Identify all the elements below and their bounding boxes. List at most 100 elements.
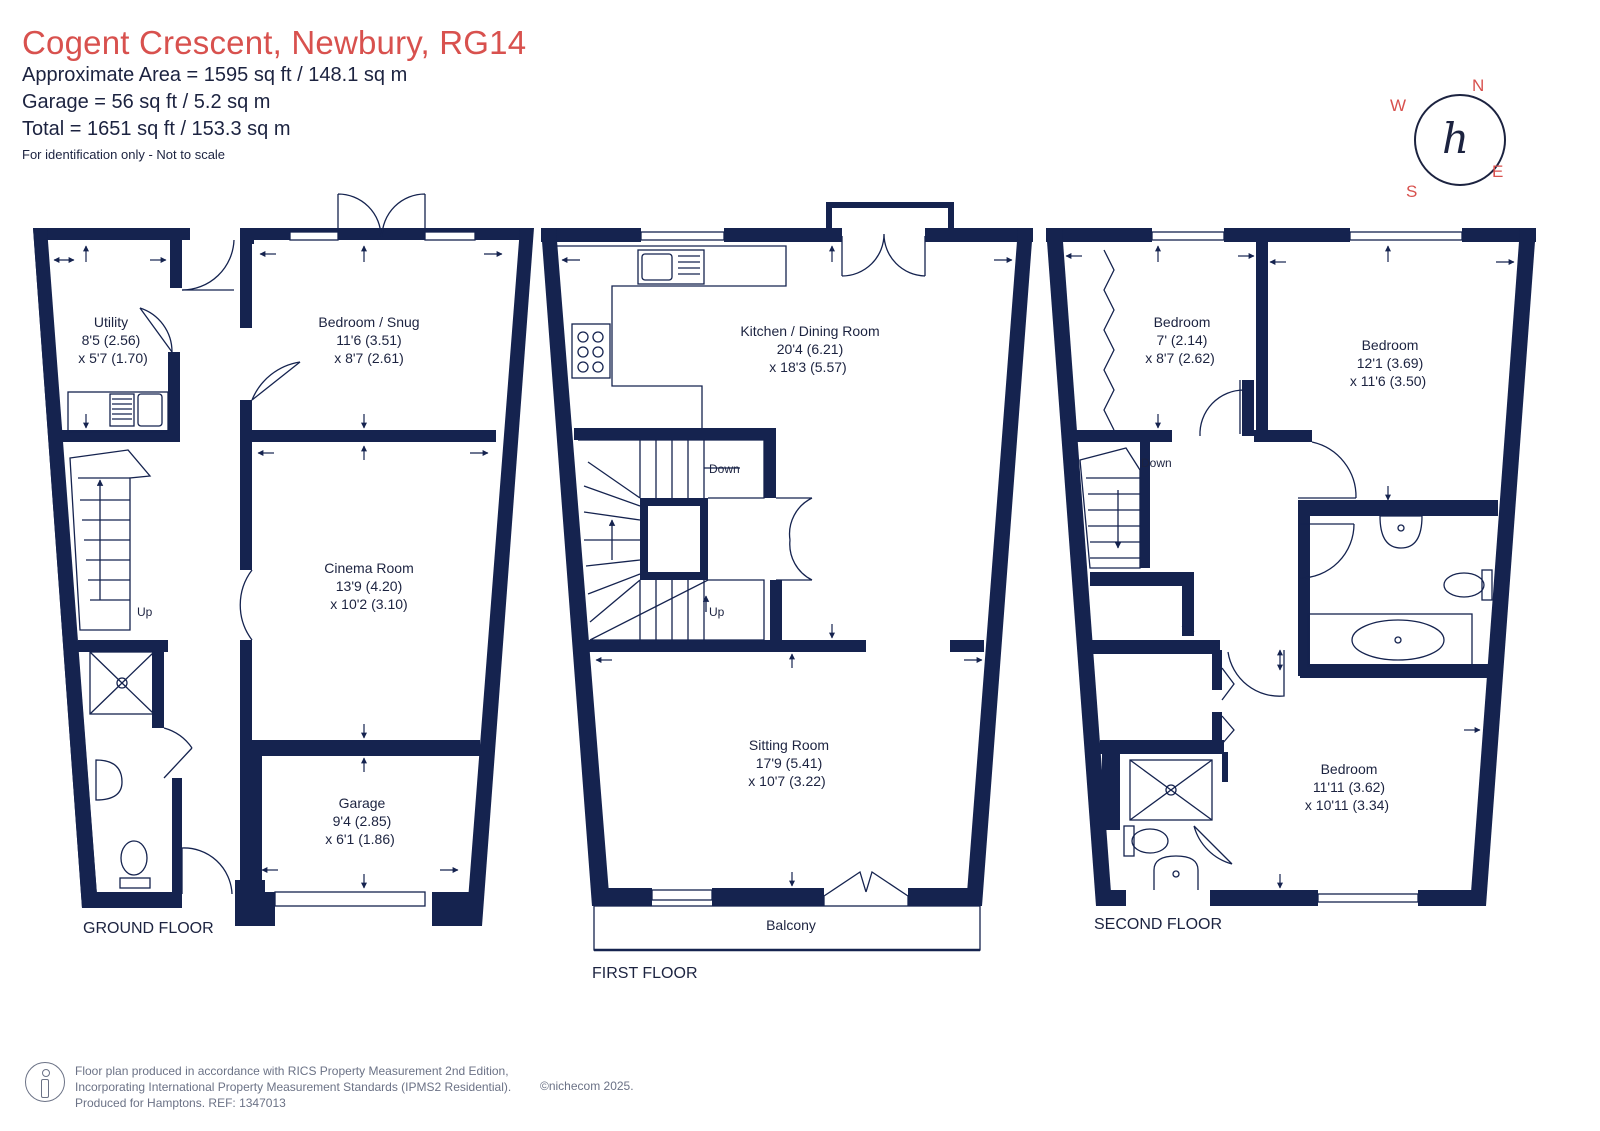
approximate-area: Approximate Area = 1595 sq ft / 148.1 sq… — [22, 64, 408, 86]
wall — [1046, 228, 1152, 242]
door-swing — [1181, 625, 1195, 633]
wall — [248, 740, 262, 890]
brand-logo: h — [1442, 114, 1470, 163]
door-swing — [1311, 441, 1357, 499]
wall — [152, 648, 164, 728]
floor-label-second: SECOND FLOOR — [1094, 916, 1222, 933]
garage-area: Garage = 56 sq ft / 5.2 sq m — [22, 91, 271, 113]
door-swing — [1193, 825, 1233, 865]
room-kitchen-dim1: 20'4 (6.21) — [777, 341, 844, 357]
room-sitting-name: Sitting Room — [749, 737, 829, 753]
footer-copyright: ©nichecom 2025. — [540, 1079, 634, 1093]
wall — [1090, 572, 1194, 586]
ground-floor-fixtures — [67, 193, 476, 907]
floor-label-ground: GROUND FLOOR — [83, 920, 214, 937]
room-balcony-name: Balcony — [766, 917, 816, 933]
footer-notes: Floor plan produced in accordance with R… — [75, 1063, 511, 1111]
wall — [1462, 228, 1536, 242]
wall — [770, 580, 782, 648]
wall — [1182, 572, 1194, 636]
compass-north: N — [1472, 76, 1485, 95]
wall — [1076, 430, 1172, 442]
room-sitting-dim1: 17'9 (5.41) — [756, 755, 823, 771]
wall — [925, 228, 1033, 242]
french-door — [337, 193, 426, 240]
wall — [1224, 228, 1350, 242]
french-door — [776, 497, 813, 581]
wall — [170, 228, 182, 288]
door-swing — [1227, 650, 1285, 697]
staircase — [1079, 447, 1141, 569]
wall — [1046, 228, 1112, 906]
wall — [826, 202, 832, 232]
room-snug-dim2: x 8'7 (2.61) — [334, 350, 404, 366]
wall — [1140, 438, 1150, 568]
info-person-icon — [25, 1062, 65, 1102]
compass-east: E — [1492, 162, 1504, 181]
wall — [966, 228, 1033, 906]
wall — [1096, 890, 1126, 906]
room-sitting-dim2: x 10'7 (3.22) — [748, 773, 825, 789]
first-floor-dimension-arrows — [561, 245, 1013, 887]
wall — [1212, 650, 1222, 690]
door-swing — [139, 307, 173, 353]
wall — [586, 640, 866, 652]
wall — [1470, 228, 1536, 906]
room-garage-name: Garage — [339, 795, 386, 811]
wall — [1090, 640, 1220, 654]
room-bedroom-front-dim2: x 10'11 (3.34) — [1305, 797, 1389, 813]
wall — [948, 202, 954, 232]
room-kitchen-dim2: x 18'3 (5.57) — [769, 359, 846, 375]
door-swing — [239, 569, 253, 641]
wall — [78, 640, 168, 652]
wall — [541, 228, 641, 242]
page-title: Cogent Crescent, Newbury, RG14 — [22, 24, 527, 61]
room-cinema-name: Cinema Room — [324, 560, 413, 576]
wall — [240, 400, 252, 570]
wall — [1102, 752, 1120, 830]
room-snug-name: Bedroom / Snug — [318, 314, 419, 330]
stair-up-first: Up — [709, 605, 725, 619]
ground-floor-plan — [33, 228, 534, 926]
door-swing — [251, 361, 301, 401]
wall — [826, 202, 954, 208]
first-floor-fixtures — [556, 231, 981, 952]
french-door — [823, 870, 909, 906]
stair-down-first: Down — [709, 462, 740, 476]
door-swing — [163, 727, 193, 779]
french-door — [841, 233, 926, 277]
wall — [33, 228, 190, 240]
room-garage-dim1: 9'4 (2.85) — [333, 813, 392, 829]
room-garage-dim2: x 6'1 (1.86) — [325, 831, 395, 847]
wall — [541, 228, 610, 906]
first-floor-plan — [541, 202, 1033, 906]
wall — [1418, 890, 1486, 906]
stair-down-second: Down — [1141, 456, 1172, 470]
wall — [168, 352, 180, 440]
wall — [432, 892, 482, 926]
room-snug-dim1: 11'6 (3.51) — [336, 332, 401, 348]
wall — [1298, 500, 1310, 676]
wall — [592, 888, 652, 906]
wall — [908, 888, 982, 906]
wall — [1300, 664, 1496, 678]
total-area: Total = 1651 sq ft / 153.3 sq m — [22, 118, 291, 140]
floor-label-first: FIRST FLOOR — [592, 965, 698, 982]
door-swing — [1299, 523, 1355, 579]
scale-note: For identification only - Not to scale — [22, 147, 226, 162]
room-bedroom-small-dim2: x 8'7 (2.62) — [1145, 350, 1215, 366]
stair-labels: Up Down Up Down — [137, 456, 1172, 619]
wall — [248, 430, 496, 442]
wall — [1242, 380, 1254, 436]
wall — [1254, 430, 1312, 442]
room-bedroom-small-name: Bedroom — [1154, 314, 1211, 330]
room-bedroom-main-dim2: x 11'6 (3.50) — [1350, 373, 1426, 389]
second-floor-dimension-arrows — [1065, 245, 1515, 889]
room-cinema-dim2: x 10'2 (3.10) — [330, 596, 407, 612]
wall — [950, 640, 984, 652]
room-utility-dim1: 8'5 (2.56) — [82, 332, 141, 348]
room-bedroom-main-dim1: 12'1 (3.69) — [1357, 355, 1424, 371]
header: Cogent Crescent, Newbury, RG14 Approxima… — [22, 24, 526, 165]
wall — [764, 428, 776, 498]
